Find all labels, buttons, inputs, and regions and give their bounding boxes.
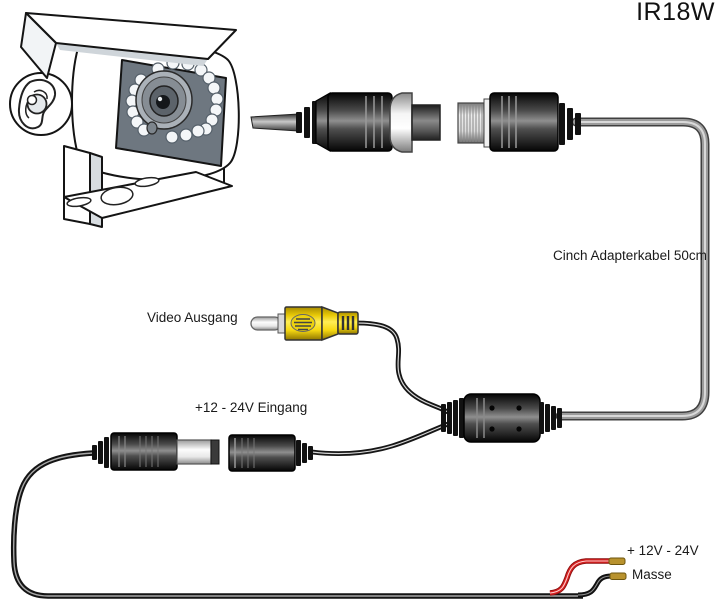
aviation-connector-female xyxy=(457,92,581,152)
wire-ferrule xyxy=(608,557,626,565)
label-cinch-cable: Cinch Adapterkabel 50cm xyxy=(553,248,707,263)
cable-junction xyxy=(441,393,562,443)
camera-pigtail-cable xyxy=(250,113,299,132)
mounting-bracket xyxy=(63,171,233,219)
label-power-ground: Masse xyxy=(632,567,672,582)
label-video-output: Video Ausgang xyxy=(147,310,238,325)
sun-shield xyxy=(20,12,237,79)
positive-wire xyxy=(549,557,626,596)
dc-power-plug xyxy=(92,432,220,471)
label-power-positive: + 12V - 24V xyxy=(627,543,699,558)
light-sensor xyxy=(146,121,158,135)
ground-wire xyxy=(577,572,627,598)
power-branch-cable xyxy=(311,421,449,457)
camera-illustration xyxy=(9,12,240,228)
camera-lens xyxy=(135,70,193,135)
rca-video-connector xyxy=(250,305,359,342)
power-cable xyxy=(10,450,583,599)
page-title: IR18W xyxy=(636,0,715,26)
dc-power-jack xyxy=(228,434,313,472)
wire-ferrule xyxy=(609,572,627,580)
video-cable xyxy=(355,320,450,415)
label-power-input: +12 - 24V Eingang xyxy=(195,400,308,415)
side-mount-knob xyxy=(9,72,73,136)
cinch-adapter-cable xyxy=(555,117,710,421)
aviation-connector-male xyxy=(296,91,441,153)
